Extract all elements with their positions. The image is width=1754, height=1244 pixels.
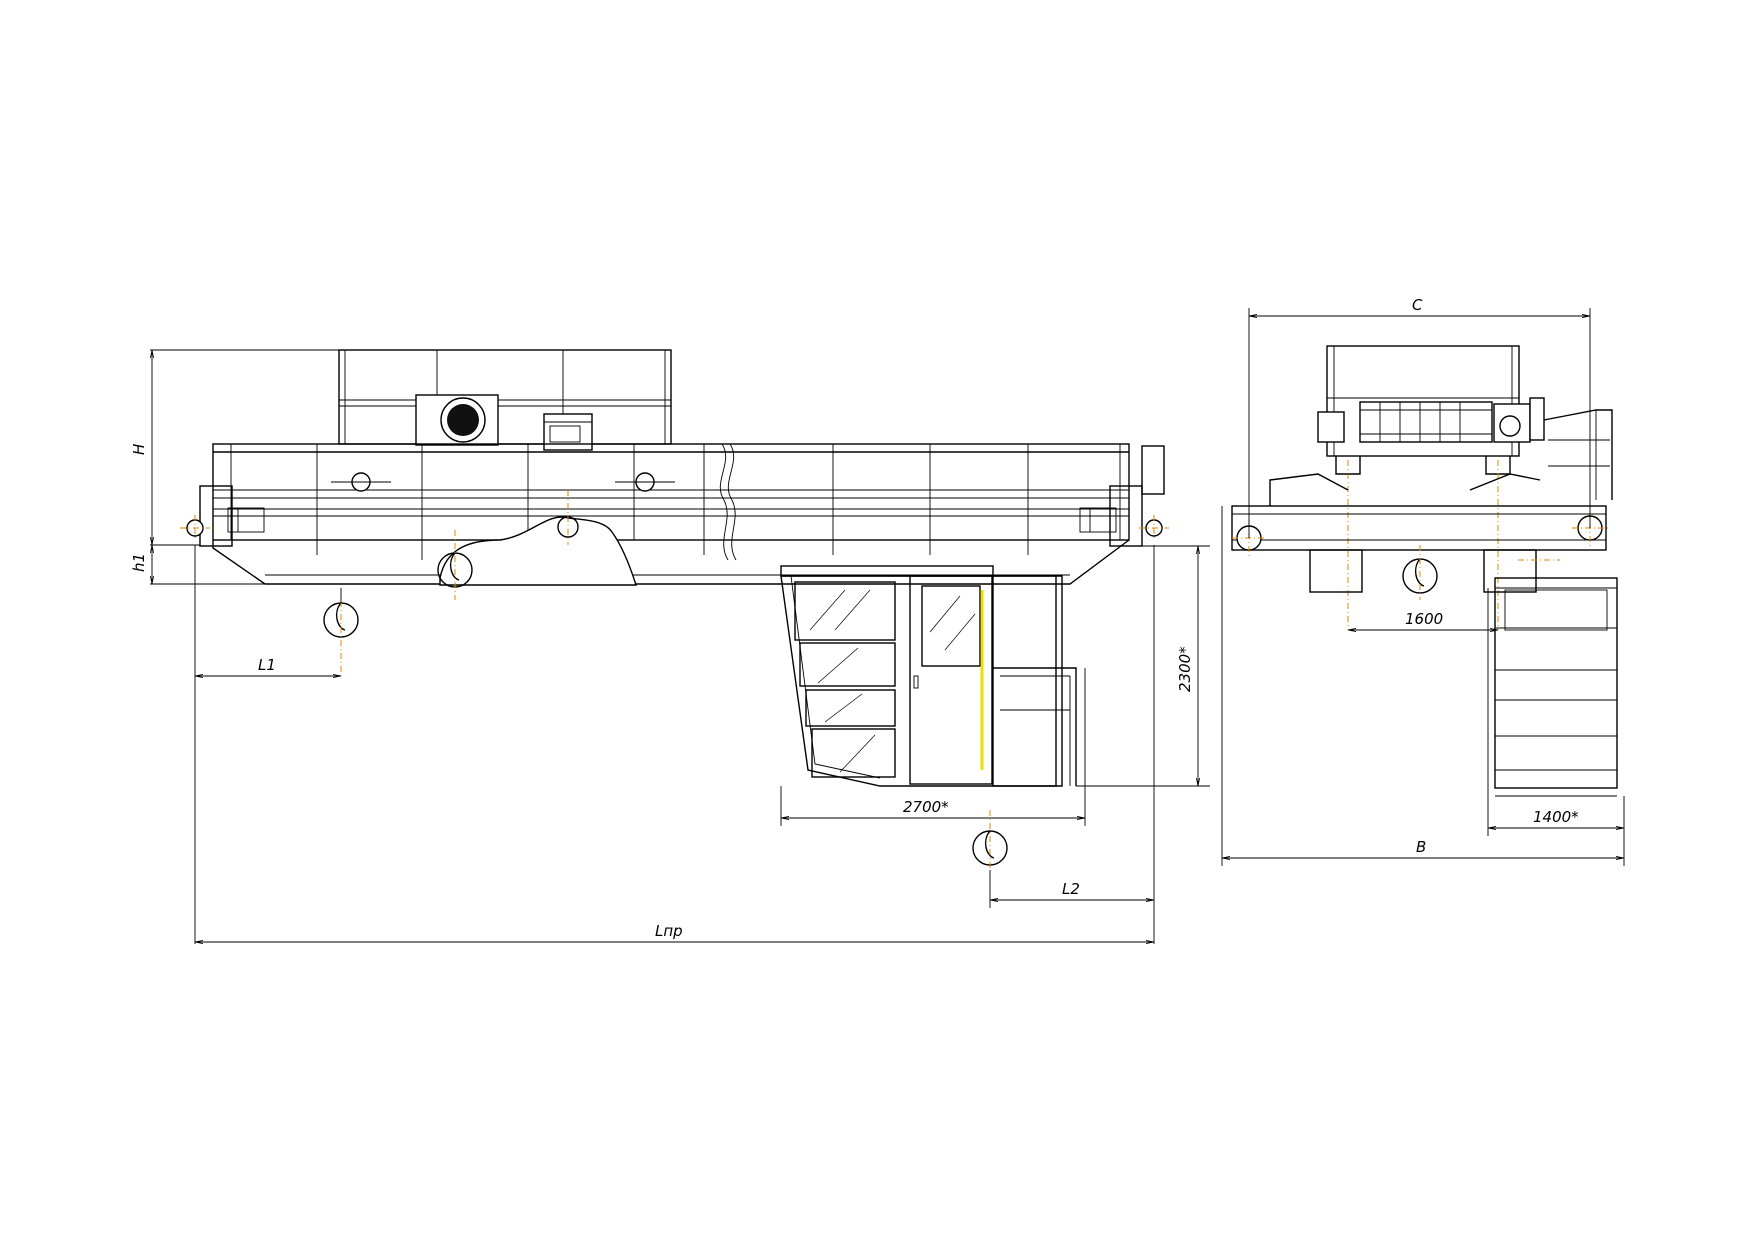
hook-icon bbox=[323, 588, 359, 676]
hook-icon bbox=[437, 530, 473, 600]
main-girder bbox=[180, 443, 1169, 585]
dimension-B: B bbox=[1221, 506, 1624, 866]
dim-label-h1: h1 bbox=[130, 553, 148, 572]
dim-label-B: B bbox=[1416, 838, 1426, 856]
dim-label-H: H bbox=[130, 444, 148, 455]
hook-icon bbox=[1402, 545, 1438, 600]
dimension-cab-height: 2300* bbox=[1076, 545, 1210, 787]
operator-cab bbox=[780, 565, 1077, 787]
dim-label-trolley-gauge: 1600 bbox=[1405, 610, 1443, 628]
dim-label-L2: L2 bbox=[1062, 880, 1080, 898]
trolley-frame bbox=[338, 349, 672, 451]
dimension-L2: L2 bbox=[989, 545, 1155, 944]
side-view: C 1600 1400* B bbox=[1221, 296, 1625, 866]
dimension-trolley-gauge: 1600 bbox=[1348, 610, 1498, 630]
trolley-side bbox=[1317, 345, 1545, 630]
dim-label-C: C bbox=[1412, 296, 1423, 314]
front-view: H h1 L1 2300* 2700* L2 bbox=[130, 349, 1210, 944]
dimension-h: H h1 bbox=[130, 349, 670, 585]
dim-label-L1: L1 bbox=[258, 656, 276, 674]
hook-icon bbox=[972, 810, 1008, 870]
dim-label-Lpr: Lпр bbox=[655, 922, 683, 940]
dim-label-cab-width: 2700* bbox=[903, 798, 949, 816]
dimension-L1: L1 bbox=[194, 545, 341, 944]
stair-platform bbox=[1487, 409, 1618, 797]
dim-label-cab-height: 2300* bbox=[1176, 646, 1194, 692]
dimension-gallery-width: 1400* bbox=[1487, 796, 1625, 866]
dimension-C: C bbox=[1248, 296, 1591, 538]
dimension-cab-width: 2700* bbox=[780, 668, 1086, 826]
hook-icon bbox=[557, 490, 579, 545]
dim-label-gallery-width: 1400* bbox=[1533, 808, 1579, 826]
dimension-Lpr: Lпр bbox=[195, 922, 1154, 942]
cutaway-section bbox=[439, 516, 637, 586]
